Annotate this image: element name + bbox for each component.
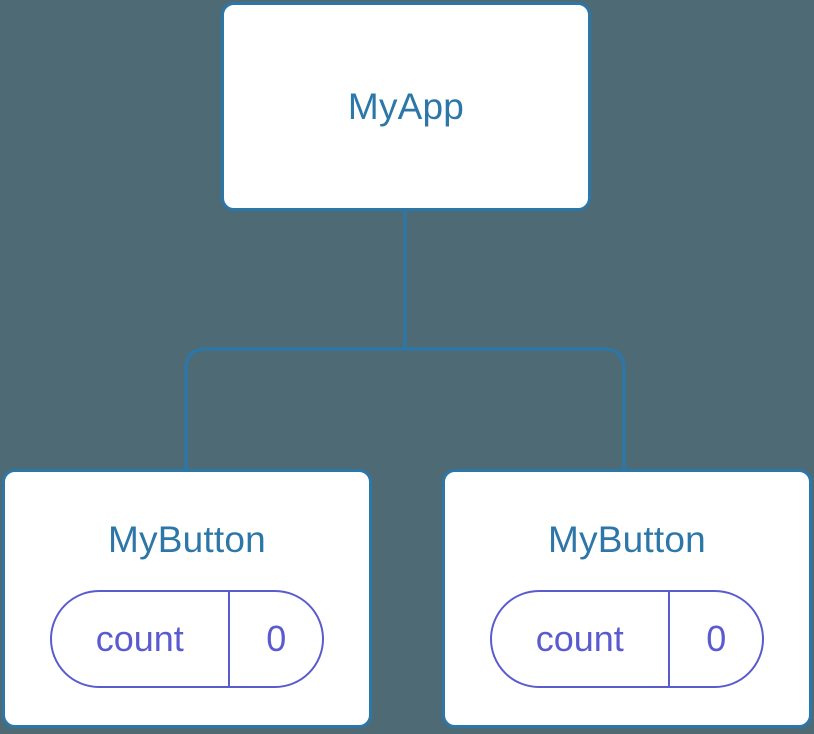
node-mybutton-1[interactable]: MyButton count 0 bbox=[2, 469, 372, 728]
pill-divider bbox=[227, 592, 231, 686]
pill-divider bbox=[667, 592, 671, 686]
state-key: count bbox=[535, 618, 624, 659]
state-pill[interactable]: count 0 bbox=[49, 590, 325, 688]
state-key: count bbox=[95, 618, 184, 659]
state-value: 0 bbox=[266, 618, 287, 659]
state-pill[interactable]: count 0 bbox=[489, 590, 765, 688]
node-title: MyButton bbox=[108, 519, 266, 560]
node-title: MyApp bbox=[347, 86, 465, 127]
node-title: MyButton bbox=[548, 519, 706, 560]
node-mybutton-2[interactable]: MyButton count 0 bbox=[442, 469, 812, 728]
node-myapp[interactable]: MyApp bbox=[221, 2, 591, 211]
connector-branch-right bbox=[405, 347, 626, 470]
state-value: 0 bbox=[706, 618, 727, 659]
connector-branch-left bbox=[184, 347, 405, 470]
